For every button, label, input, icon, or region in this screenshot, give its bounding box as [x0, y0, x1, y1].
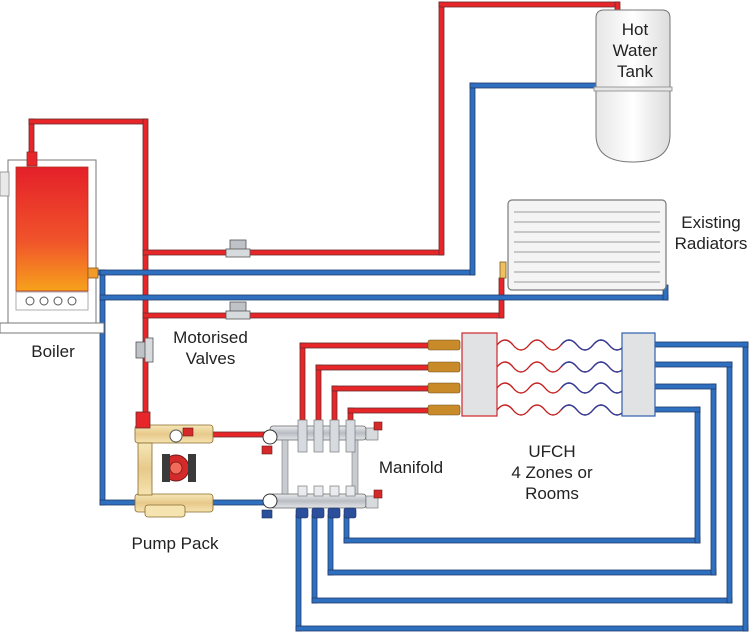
ufch-coils: [496, 339, 626, 416]
ufch-flow-header: [461, 332, 498, 417]
tank-label-line1: Hot: [621, 20, 649, 39]
ufch-label: UFCH 4 Zones or Rooms: [497, 441, 607, 504]
ufch-return-header: [621, 332, 656, 417]
boiler-label: Boiler: [31, 342, 75, 361]
return-pipework: [93, 82, 749, 632]
motorised-valve-radiators: [225, 301, 251, 320]
radiators-label-line1: Existing: [681, 213, 741, 232]
manifold: [261, 419, 383, 519]
radiators-label: Existing Radiators: [668, 212, 754, 254]
tank-label-line2: Water: [612, 41, 658, 60]
radiator: [499, 199, 667, 291]
valves-label-line1: Motorised: [173, 328, 248, 347]
motorised-valve-hot-water: [225, 239, 251, 258]
manifold-label: Manifold: [378, 458, 444, 477]
ufch-loop-connectors: [427, 339, 461, 416]
radiators-label-line2: Radiators: [674, 234, 748, 253]
valves-label-line2: Valves: [185, 349, 236, 368]
ufch-label-line1: UFCH: [528, 442, 576, 461]
valves-label: Motorised Valves: [158, 327, 263, 369]
tank-label: Hot Water Tank: [600, 19, 670, 82]
tank-label-line3: Tank: [617, 62, 653, 81]
ufch-label-line2: 4 Zones or: [511, 463, 593, 482]
pump-pack: [134, 411, 214, 518]
boiler: [0, 151, 105, 334]
ufch-label-line3: Rooms: [525, 484, 579, 503]
pump-pack-label: Pump Pack: [131, 534, 219, 553]
motorised-valve-ufch: [135, 337, 154, 363]
hot-water-tank: [593, 9, 673, 163]
